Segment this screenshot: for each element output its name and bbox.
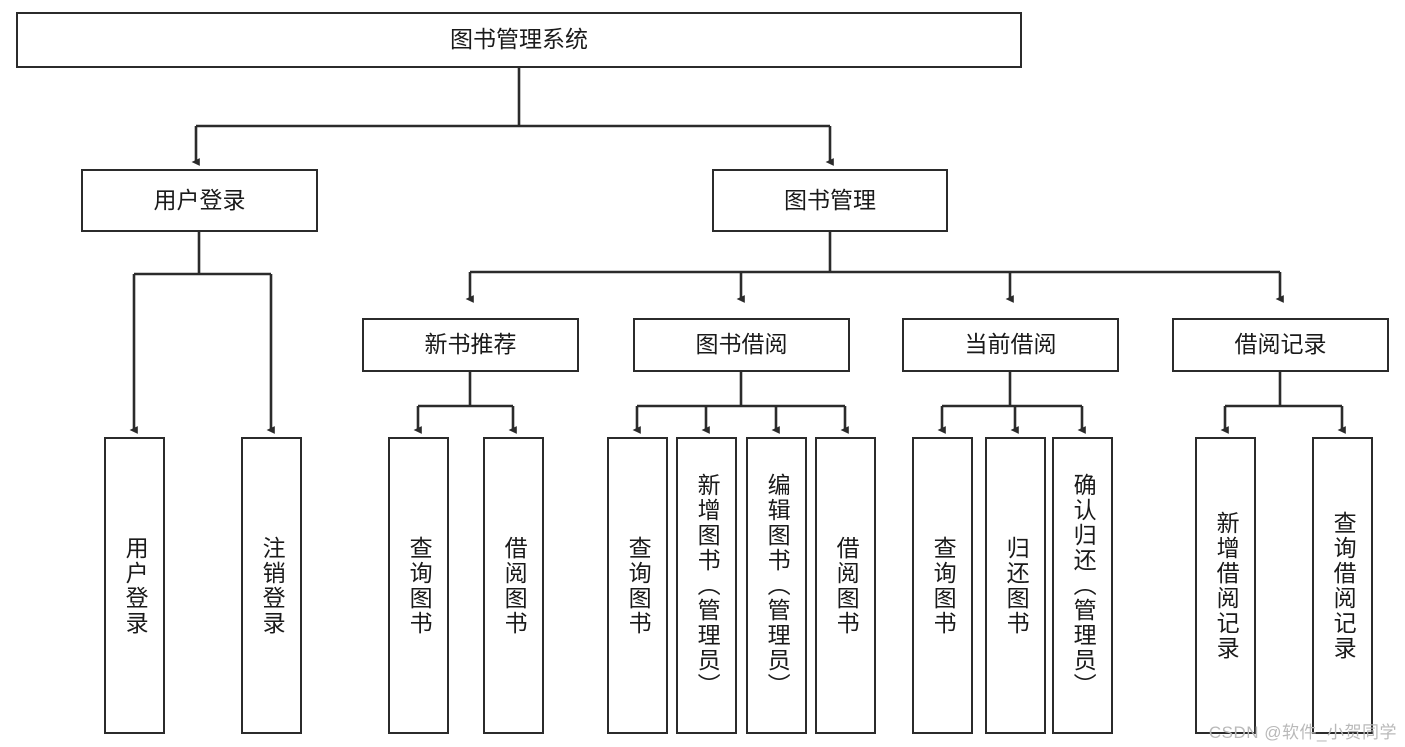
node-user-login[interactable]: 用户登录: [81, 169, 318, 232]
leaf-record-query[interactable]: 查询借阅记录: [1312, 437, 1373, 734]
leaf-new-book-query-label: 查询图书: [406, 535, 433, 636]
leaf-user-login-login-label: 用户登录: [122, 535, 149, 636]
leaf-user-login-logout-label: 注销登录: [259, 535, 286, 636]
leaf-borrow-query-book-label: 查询图书: [625, 535, 652, 636]
node-book-manage[interactable]: 图书管理: [712, 169, 948, 232]
leaf-borrow-edit-book[interactable]: 编辑图书（管理员）: [746, 437, 807, 734]
leaf-current-query-book-label: 查询图书: [930, 535, 957, 636]
node-borrow-record[interactable]: 借阅记录: [1172, 318, 1389, 372]
leaf-current-confirm-return[interactable]: 确认归还（管理员）: [1052, 437, 1113, 734]
leaf-borrow-borrow-book-label: 借阅图书: [833, 535, 860, 636]
leaf-current-return-book-label: 归还图书: [1003, 535, 1030, 636]
leaf-record-add[interactable]: 新增借阅记录: [1195, 437, 1256, 734]
leaf-current-query-book[interactable]: 查询图书: [912, 437, 973, 734]
node-current-borrow[interactable]: 当前借阅: [902, 318, 1119, 372]
leaf-user-login-login[interactable]: 用户登录: [104, 437, 165, 734]
leaf-current-confirm-return-label: 确认归还（管理员）: [1070, 473, 1097, 698]
leaf-borrow-add-book-label: 新增图书（管理员）: [694, 473, 721, 698]
node-new-book-recommend[interactable]: 新书推荐: [362, 318, 579, 372]
leaf-current-return-book[interactable]: 归还图书: [985, 437, 1046, 734]
node-new-book-recommend-label: 新书推荐: [424, 331, 517, 358]
leaf-record-query-label: 查询借阅记录: [1330, 510, 1357, 661]
leaf-new-book-query[interactable]: 查询图书: [388, 437, 449, 734]
leaf-borrow-borrow-book[interactable]: 借阅图书: [815, 437, 876, 734]
node-user-login-label: 用户登录: [153, 186, 246, 213]
leaf-borrow-query-book[interactable]: 查询图书: [607, 437, 668, 734]
node-book-manage-label: 图书管理: [784, 186, 876, 213]
leaf-record-add-label: 新增借阅记录: [1213, 510, 1240, 661]
node-root[interactable]: 图书管理系统: [16, 12, 1022, 68]
leaf-user-login-logout[interactable]: 注销登录: [241, 437, 302, 734]
node-borrow-record-label: 借阅记录: [1234, 331, 1327, 358]
node-book-borrow-label: 图书借阅: [695, 331, 788, 358]
leaf-new-book-borrow[interactable]: 借阅图书: [483, 437, 544, 734]
node-current-borrow-label: 当前借阅: [964, 331, 1057, 358]
leaf-borrow-edit-book-label: 编辑图书（管理员）: [764, 473, 791, 698]
leaf-new-book-borrow-label: 借阅图书: [501, 535, 528, 636]
leaf-borrow-add-book[interactable]: 新增图书（管理员）: [676, 437, 737, 734]
node-book-borrow[interactable]: 图书借阅: [633, 318, 850, 372]
node-root-label: 图书管理系统: [450, 26, 588, 53]
